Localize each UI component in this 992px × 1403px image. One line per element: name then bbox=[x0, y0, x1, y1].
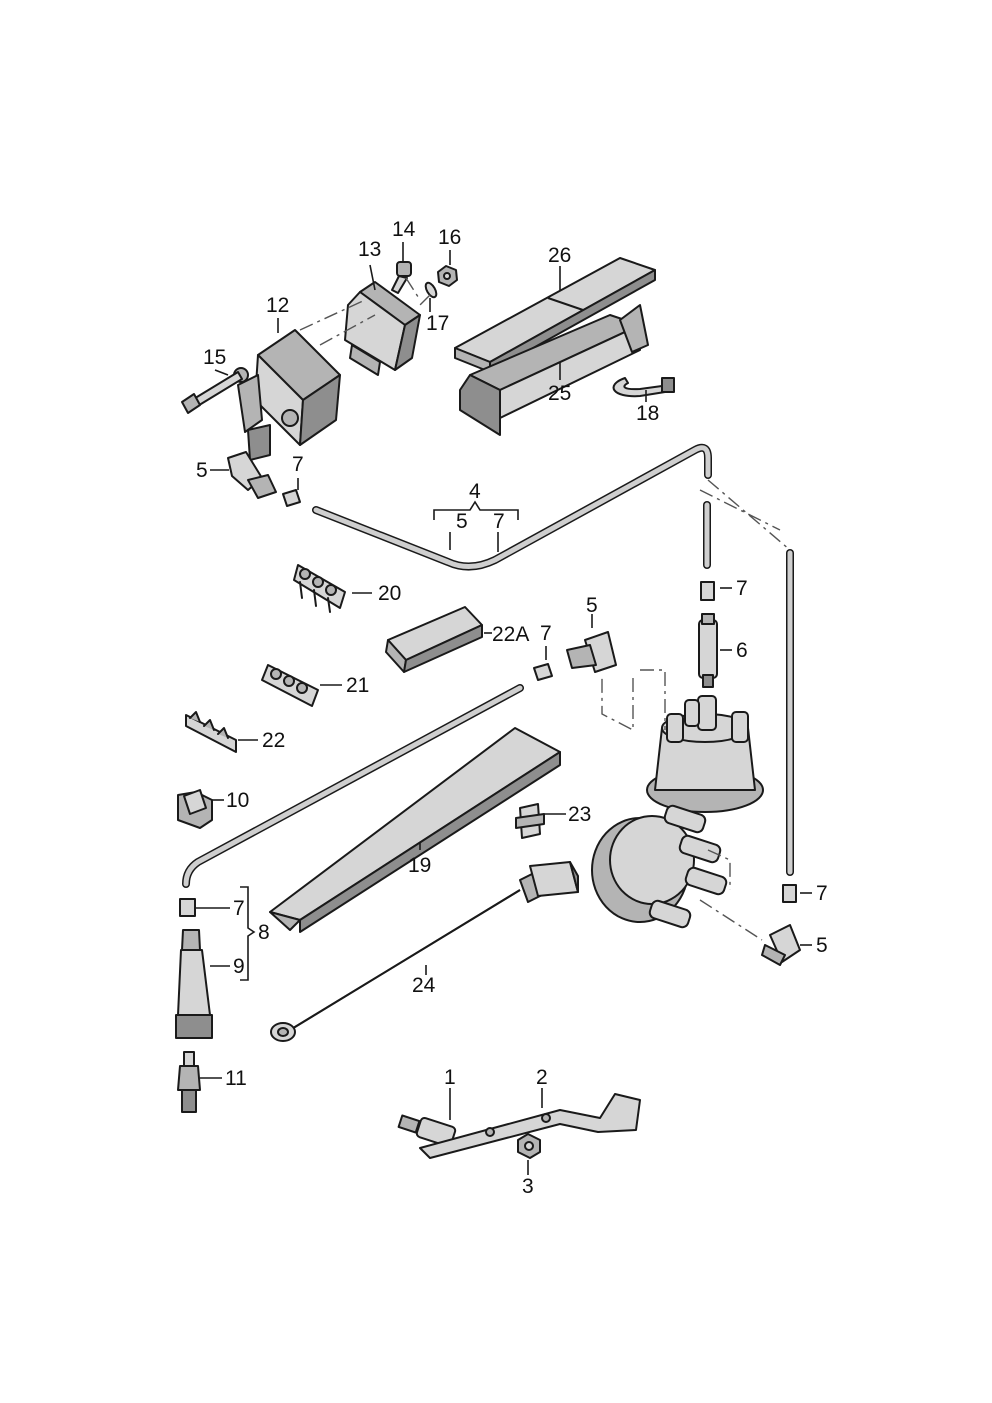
callout-5-coil: 5 bbox=[196, 459, 208, 482]
callout-3: 3 bbox=[522, 1175, 534, 1198]
spark-plug-connector-9[interactable] bbox=[175, 929, 213, 1039]
distributor-cap-lower[interactable] bbox=[591, 804, 728, 929]
output-stage-bolt[interactable] bbox=[391, 261, 412, 294]
callout-14: 14 bbox=[392, 218, 416, 241]
sleeve-7-dist[interactable] bbox=[700, 581, 715, 601]
connector-boot-5-mid[interactable] bbox=[566, 631, 617, 673]
sleeve-7-mid[interactable] bbox=[533, 663, 553, 681]
connector-boot-5-right[interactable] bbox=[761, 924, 801, 966]
suppressor-connector-6[interactable] bbox=[698, 613, 718, 688]
wire-holder-20[interactable] bbox=[293, 564, 346, 613]
callout-7-coil: 7 bbox=[292, 453, 304, 476]
callout-13: 13 bbox=[358, 238, 381, 261]
callout-16: 16 bbox=[438, 226, 461, 249]
cable-strap-18[interactable] bbox=[612, 377, 675, 398]
callout-1: 1 bbox=[444, 1066, 456, 1089]
ignition-wire-plug[interactable] bbox=[182, 684, 524, 888]
callout-25: 25 bbox=[548, 382, 571, 405]
callout-8: 8 bbox=[258, 921, 270, 944]
callout-11: 11 bbox=[225, 1067, 247, 1090]
callout-4: 4 bbox=[469, 480, 481, 503]
wire-holder-22[interactable] bbox=[185, 711, 237, 753]
callout-12: 12 bbox=[266, 294, 289, 317]
callout-18: 18 bbox=[636, 402, 659, 425]
hex-nut-16[interactable] bbox=[437, 265, 458, 287]
callout-26: 26 bbox=[548, 244, 571, 267]
callout-7-dist: 7 bbox=[736, 577, 748, 600]
callout-22: 22 bbox=[262, 729, 285, 752]
washer-17[interactable] bbox=[424, 281, 439, 299]
callout-6: 6 bbox=[736, 639, 748, 662]
callout-2: 2 bbox=[536, 1066, 548, 1089]
coil-mounting-bolt[interactable] bbox=[181, 371, 243, 414]
callout-4-sub-7: 7 bbox=[493, 510, 505, 533]
callout-5-right: 5 bbox=[816, 934, 828, 957]
cover-26[interactable] bbox=[454, 257, 656, 373]
distributor-cap-upper[interactable] bbox=[646, 695, 764, 813]
ignition-wire-4[interactable] bbox=[312, 443, 712, 571]
callout-24: 24 bbox=[412, 974, 436, 997]
bracket-2[interactable] bbox=[419, 1093, 641, 1159]
ignition-output-stage[interactable] bbox=[344, 281, 421, 376]
glow-plug-1[interactable] bbox=[397, 1114, 457, 1148]
callout-23: 23 bbox=[568, 803, 591, 826]
connector-boot-5-coil[interactable] bbox=[227, 451, 277, 499]
callout-7-mid: 7 bbox=[540, 622, 552, 645]
callout-22a: 22A bbox=[492, 623, 529, 646]
callout-21: 21 bbox=[346, 674, 369, 697]
sleeve-7-right[interactable] bbox=[782, 884, 797, 903]
clip-10[interactable] bbox=[177, 789, 213, 829]
sensor-wire-24[interactable] bbox=[270, 861, 579, 1042]
ignition-coil[interactable] bbox=[233, 329, 341, 461]
callout-20: 20 bbox=[378, 582, 401, 605]
callout-19: 19 bbox=[408, 854, 431, 877]
callout-17: 17 bbox=[426, 312, 449, 335]
callout-5-mid: 5 bbox=[586, 594, 598, 617]
callout-7-left: 7 bbox=[233, 897, 245, 920]
callout-15: 15 bbox=[203, 346, 226, 369]
leader-lines bbox=[196, 242, 812, 1175]
clip-23[interactable] bbox=[515, 803, 545, 839]
callout-4-sub-5: 5 bbox=[456, 510, 468, 533]
nut-3[interactable] bbox=[517, 1133, 541, 1159]
spark-plug-11[interactable] bbox=[177, 1051, 201, 1113]
callout-10: 10 bbox=[226, 789, 249, 812]
callout-9: 9 bbox=[233, 955, 245, 978]
shield-19[interactable] bbox=[269, 727, 561, 933]
callout-7-right: 7 bbox=[816, 882, 828, 905]
sleeve-7-left[interactable] bbox=[179, 898, 196, 917]
wire-holder-21[interactable] bbox=[261, 664, 319, 707]
wire-holder-22a[interactable] bbox=[385, 606, 483, 673]
sleeve-7-coil[interactable] bbox=[282, 489, 301, 507]
bracket-25[interactable] bbox=[459, 304, 649, 436]
